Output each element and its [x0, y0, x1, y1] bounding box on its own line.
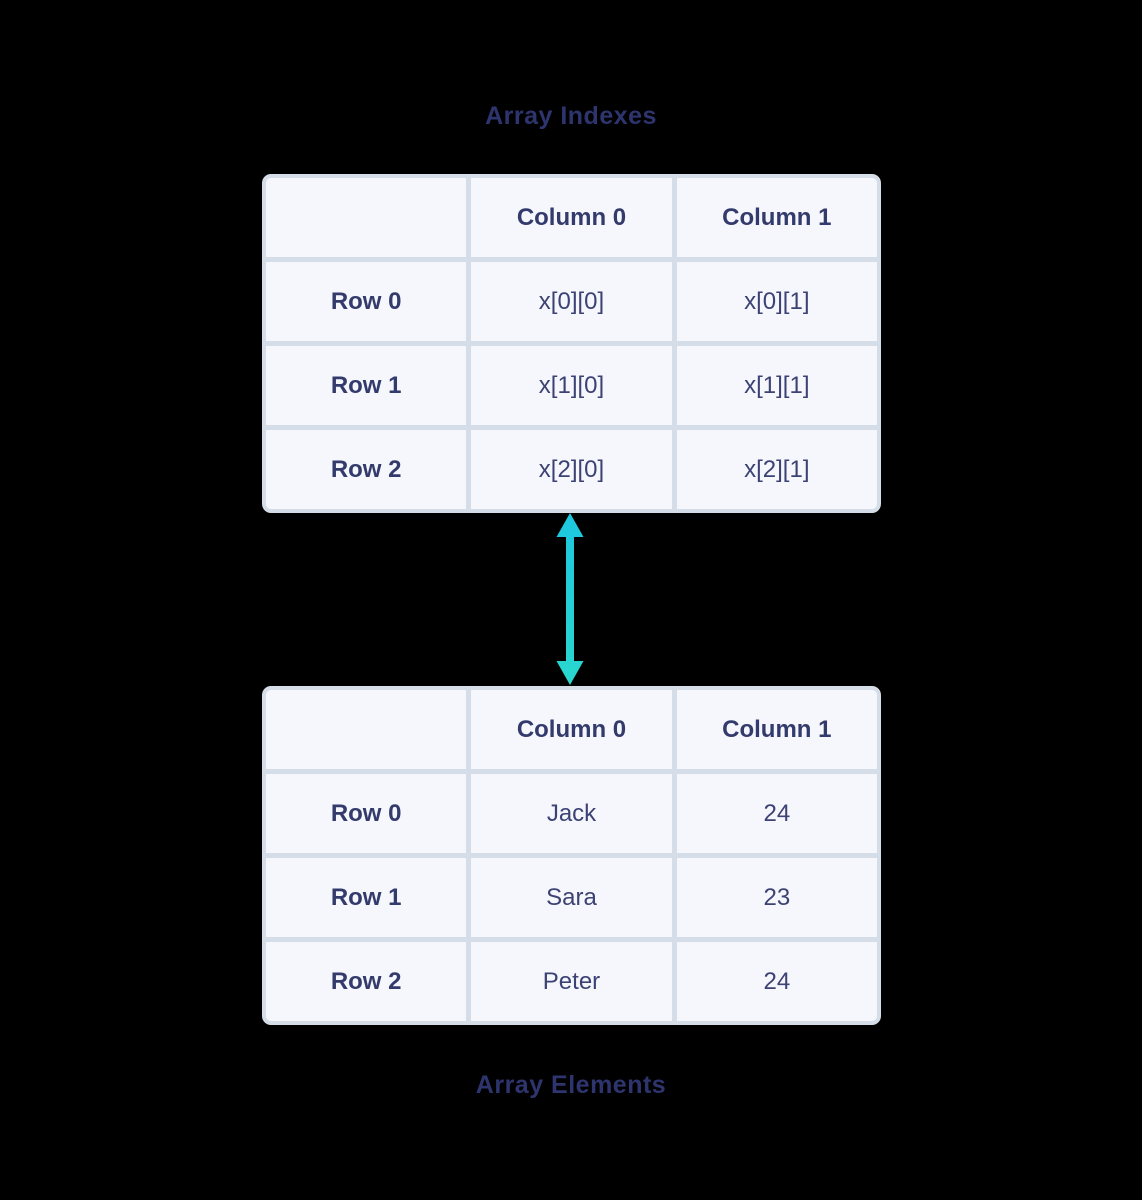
row-label: Row 2: [266, 942, 467, 1021]
row-label: Row 2: [266, 430, 467, 509]
row-label: Row 0: [266, 774, 467, 853]
index-cell: x[1][0]: [471, 346, 672, 425]
index-cell: x[2][1]: [676, 430, 877, 509]
array-indexes-table: Column 0 Column 1 Row 0 x[0][0] x[0][1] …: [262, 174, 881, 513]
element-cell: 23: [676, 858, 877, 937]
row-label: Row 0: [266, 262, 467, 341]
element-cell: 24: [676, 942, 877, 1021]
row-label: Row 1: [266, 346, 467, 425]
element-cell: Sara: [471, 858, 672, 937]
index-cell: x[0][0]: [471, 262, 672, 341]
element-cell: Peter: [471, 942, 672, 1021]
array-indexes-title: Array Indexes: [485, 102, 657, 130]
column-header: Column 0: [471, 178, 672, 257]
index-cell: x[2][0]: [471, 430, 672, 509]
corner-cell: [266, 178, 467, 257]
column-header: Column 1: [676, 178, 877, 257]
corner-cell: [266, 690, 467, 769]
column-header: Column 1: [676, 690, 877, 769]
column-header: Column 0: [471, 690, 672, 769]
row-label: Row 1: [266, 858, 467, 937]
element-cell: Jack: [471, 774, 672, 853]
array-elements-table: Column 0 Column 1 Row 0 Jack 24 Row 1 Sa…: [262, 686, 881, 1025]
index-cell: x[0][1]: [676, 262, 877, 341]
array-elements-title: Array Elements: [475, 1071, 667, 1099]
index-cell: x[1][1]: [676, 346, 877, 425]
element-cell: 24: [676, 774, 877, 853]
double-headed-arrow-icon: [556, 513, 584, 685]
